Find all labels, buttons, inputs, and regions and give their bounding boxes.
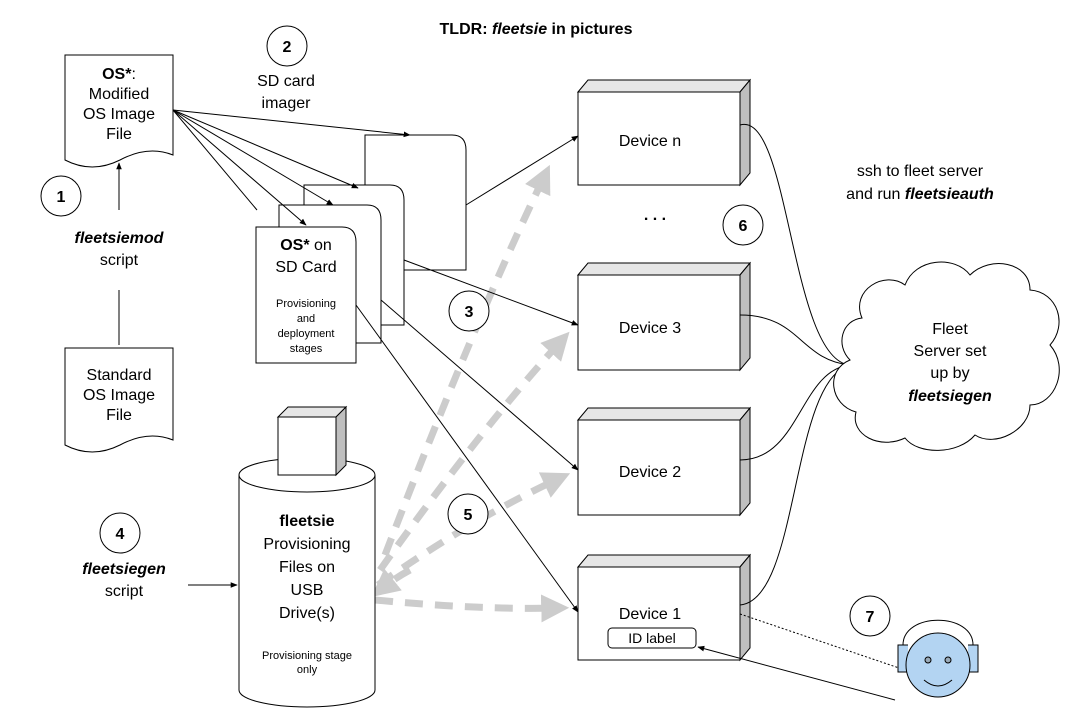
svg-text:4: 4 <box>116 526 125 543</box>
device-ellipsis: . . . <box>644 207 666 224</box>
svg-text:script: script <box>100 252 139 269</box>
cloud-shape-icon <box>833 261 1060 451</box>
step-3-badge: 3 <box>448 290 490 332</box>
svg-text:7: 7 <box>866 609 875 626</box>
sd-card-imager-label: SD card imager <box>257 73 315 112</box>
svg-text:and run fleetsieauth: and run fleetsieauth <box>846 186 994 203</box>
svg-text:Provisioning: Provisioning <box>263 536 350 553</box>
robot-user-icon <box>897 619 979 698</box>
svg-text:OS Image: OS Image <box>83 106 155 123</box>
svg-text:1: 1 <box>57 189 66 206</box>
svg-text:SD Card: SD Card <box>275 259 336 276</box>
svg-text:Provisioning: Provisioning <box>276 298 336 310</box>
svg-text:5: 5 <box>464 507 473 524</box>
sd-card-front <box>255 226 357 364</box>
svg-text:Standard: Standard <box>87 367 152 384</box>
svg-text:and: and <box>297 313 315 325</box>
svg-text:deployment: deployment <box>278 328 335 340</box>
step-1-badge: 1 <box>40 175 82 217</box>
svg-text:File: File <box>106 407 132 424</box>
svg-text:3: 3 <box>465 304 474 321</box>
step-5-badge: 5 <box>447 493 489 535</box>
device-1: Device 1 ID label <box>576 553 752 662</box>
fleetsiemod-script-label: fleetsiemod script <box>75 230 165 269</box>
fleetsiegen-script-label: fleetsiegen script <box>82 561 166 600</box>
svg-text:script: script <box>105 583 144 600</box>
diagram-title: TLDR: fleetsie in pictures <box>440 21 633 38</box>
svg-text:stages: stages <box>290 343 323 355</box>
document-shape-icon <box>64 54 174 168</box>
step-6-badge: 6 <box>722 204 764 246</box>
fleet-server-cloud: Fleet Server set up by fleetsiegen <box>833 261 1060 451</box>
id-read-link <box>739 613 906 671</box>
device-server-links <box>739 124 851 606</box>
svg-text:fleetsiegen: fleetsiegen <box>908 388 992 405</box>
svg-text:ID label: ID label <box>628 630 675 646</box>
label-apply-arrow <box>697 645 896 701</box>
svg-text:only: only <box>297 664 318 676</box>
svg-text:Device n: Device n <box>619 133 681 150</box>
device-2: Device 2 <box>576 406 752 517</box>
svg-text:Files on: Files on <box>279 559 335 576</box>
svg-text:Drive(s): Drive(s) <box>279 605 335 622</box>
svg-text:Modified: Modified <box>89 86 149 103</box>
svg-text:OS*:: OS*: <box>102 66 136 83</box>
svg-text:Provisioning stage: Provisioning stage <box>262 650 352 662</box>
svg-text:2: 2 <box>283 39 292 56</box>
sd-to-device-arrows <box>355 135 579 613</box>
step-2-badge: 2 <box>266 25 308 67</box>
svg-text:Device 3: Device 3 <box>619 320 681 337</box>
svg-text:fleetsiegen: fleetsiegen <box>82 561 166 578</box>
svg-text:Server set: Server set <box>914 343 987 360</box>
sd-card-stack: OS* on SD Card Provisioning and deployme… <box>255 134 467 364</box>
svg-text:File: File <box>106 126 132 143</box>
modified-os-image-file: OS*: Modified OS Image File <box>64 54 174 168</box>
ssh-note: ssh to fleet server and run fleetsieauth <box>846 163 994 203</box>
svg-text:ssh to fleet server: ssh to fleet server <box>857 163 984 180</box>
device-3: Device 3 <box>576 261 752 372</box>
step-4-badge: 4 <box>99 512 141 554</box>
standard-os-image-file: Standard OS Image File <box>64 347 174 453</box>
step-7-badge: 7 <box>849 595 891 637</box>
usb-distribution-arrows <box>371 164 571 623</box>
cube-shape-icon <box>276 405 348 477</box>
imaging-arrows <box>172 109 411 226</box>
device-n: Device n <box>576 78 752 187</box>
id-label: ID label <box>607 627 697 649</box>
svg-text:Fleet: Fleet <box>932 321 968 338</box>
svg-text:up by: up by <box>930 365 969 382</box>
svg-text:fleetsiemod: fleetsiemod <box>75 230 165 247</box>
svg-text:6: 6 <box>739 218 748 235</box>
usb-drive-cylinder: fleetsie Provisioning Files on USB Drive… <box>238 405 376 708</box>
svg-text:USB: USB <box>291 582 324 599</box>
svg-text:imager: imager <box>262 95 312 112</box>
svg-text:Device 2: Device 2 <box>619 464 681 481</box>
svg-text:OS Image: OS Image <box>83 387 155 404</box>
document-shape-icon <box>64 347 174 453</box>
svg-text:Device 1: Device 1 <box>619 606 681 623</box>
svg-text:SD card: SD card <box>257 73 315 90</box>
svg-text:OS* on: OS* on <box>280 237 332 254</box>
cylinder-shape-icon <box>238 475 376 708</box>
svg-text:fleetsie: fleetsie <box>279 513 334 530</box>
